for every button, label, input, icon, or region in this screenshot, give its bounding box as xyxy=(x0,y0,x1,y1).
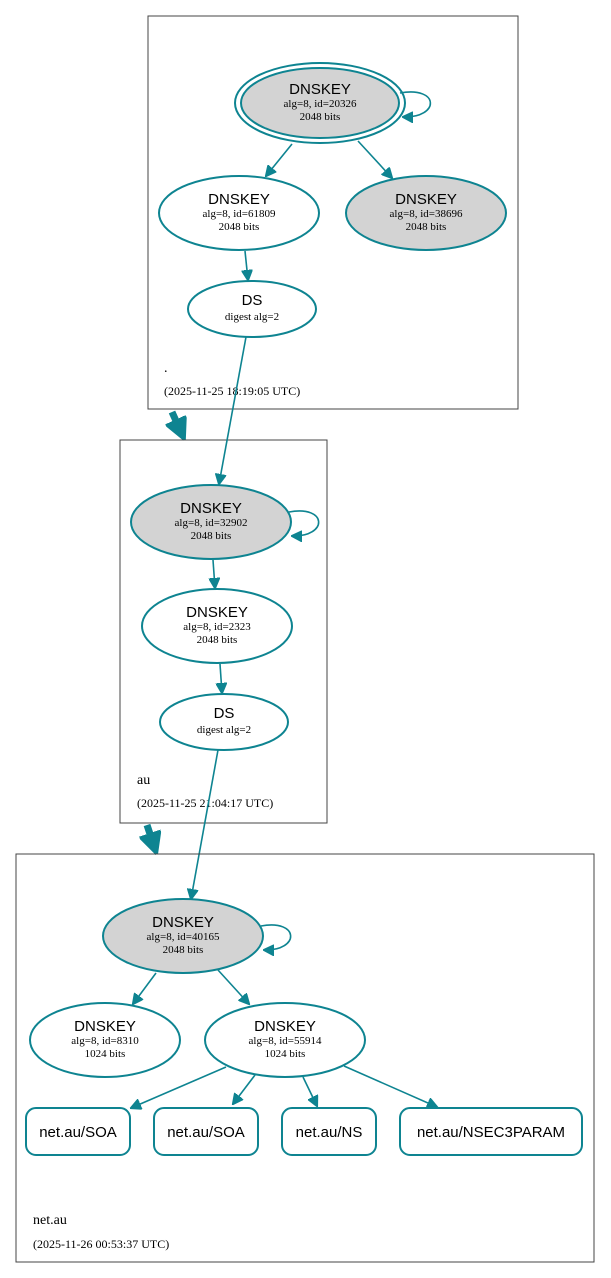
dnskey-alg-id: alg=8, id=38696 xyxy=(390,208,463,220)
edge-55914-to-nsec3param xyxy=(343,1065,437,1107)
edge-40165-to-8310 xyxy=(133,972,157,1004)
dnskey-bits: 2048 bits xyxy=(406,221,447,233)
edge-55914-to-soa-1 xyxy=(131,1066,227,1108)
zone-name: net.au xyxy=(33,1213,67,1228)
dnskey-alg-id: alg=8, id=40165 xyxy=(147,931,220,943)
self-sign-edge-32902 xyxy=(288,510,320,536)
edge-32902-to-2323 xyxy=(213,559,215,588)
edge-55914-to-soa-2 xyxy=(233,1074,256,1104)
dnskey-title: DNSKEY xyxy=(395,191,457,208)
rrset-shape xyxy=(153,1107,259,1156)
dnskey-shape xyxy=(102,898,264,974)
dnskey-title: DNSKEY xyxy=(186,604,248,621)
zone-timestamp: (2025-11-25 18:19:05 UTC) xyxy=(164,384,300,398)
dnskey-node-8310[interactable]: DNSKEY alg=8, id=8310 1024 bits xyxy=(29,1002,181,1078)
zone-name: . xyxy=(164,361,168,376)
dnskey-node-40165[interactable]: DNSKEY alg=8, id=40165 2048 bits xyxy=(102,898,264,974)
zone-name: au xyxy=(137,773,150,788)
ds-shape xyxy=(159,693,289,751)
edge-root-ds-to-au-ksk xyxy=(219,336,247,484)
self-sign-edge-40165 xyxy=(260,924,292,950)
zone-au: DNSKEY alg=8, id=32902 2048 bits DNSKEY … xyxy=(119,439,328,824)
rrset-label: net.au/NSEC3PARAM xyxy=(417,1124,565,1141)
dnskey-alg-id: alg=8, id=8310 xyxy=(71,1035,139,1047)
dnskey-title: DNSKEY xyxy=(152,914,214,931)
edge-au-ds-to-netau-ksk xyxy=(191,749,219,899)
dnskey-node-61809[interactable]: DNSKEY alg=8, id=61809 2048 bits xyxy=(158,175,320,251)
dnskey-bits: 1024 bits xyxy=(85,1048,126,1060)
zone-root: DNSKEY alg=8, id=20326 2048 bits DNSKEY … xyxy=(147,15,519,410)
dnskey-shape xyxy=(204,1002,366,1078)
dnskey-shape xyxy=(130,484,292,560)
dnskey-node-2323[interactable]: DNSKEY alg=8, id=2323 2048 bits xyxy=(141,588,293,664)
zone-timestamp: (2025-11-26 00:53:37 UTC) xyxy=(33,1237,169,1251)
edge-20326-to-38696 xyxy=(357,140,392,178)
ds-title: DS xyxy=(214,705,235,722)
delegation-arrow-root-au xyxy=(172,410,181,432)
edge-40165-to-55914 xyxy=(217,969,249,1004)
zone-timestamp: (2025-11-25 21:04:17 UTC) xyxy=(137,796,273,810)
trust-anchor-ring xyxy=(234,62,406,144)
ds-shape xyxy=(187,280,317,338)
edge-2323-to-ds xyxy=(220,663,222,693)
dnskey-node-32902[interactable]: DNSKEY alg=8, id=32902 2048 bits xyxy=(130,484,292,560)
dnskey-title: DNSKEY xyxy=(74,1018,136,1035)
rrset-label: net.au/SOA xyxy=(39,1124,117,1141)
self-sign-edge-20326 xyxy=(399,91,432,117)
dnskey-alg-id: alg=8, id=55914 xyxy=(249,1035,322,1047)
dnskey-alg-id: alg=8, id=61809 xyxy=(203,208,276,220)
zone-au-box xyxy=(119,439,328,824)
dnskey-node-38696[interactable]: DNSKEY alg=8, id=38696 2048 bits xyxy=(345,175,507,251)
dnskey-shape xyxy=(240,67,400,139)
dnskey-bits: 2048 bits xyxy=(219,221,260,233)
delegation-arrow-au-netau xyxy=(147,823,154,846)
dnskey-shape xyxy=(345,175,507,251)
dnskey-bits: 2048 bits xyxy=(163,944,204,956)
rrset-nsec3param[interactable]: net.au/NSEC3PARAM xyxy=(399,1107,583,1156)
rrset-shape xyxy=(399,1107,583,1156)
dnskey-title: DNSKEY xyxy=(289,81,351,98)
rrset-shape xyxy=(25,1107,131,1156)
dnskey-bits: 2048 bits xyxy=(300,111,341,123)
ds-title: DS xyxy=(242,292,263,309)
ds-node-root[interactable]: DS digest alg=2 xyxy=(187,280,317,338)
edge-20326-to-61809 xyxy=(266,143,293,176)
dnskey-alg-id: alg=8, id=20326 xyxy=(284,98,357,110)
zone-net-au: DNSKEY alg=8, id=40165 2048 bits DNSKEY … xyxy=(15,853,595,1263)
ds-node-au[interactable]: DS digest alg=2 xyxy=(159,693,289,751)
dnskey-title: DNSKEY xyxy=(180,500,242,517)
zone-root-box xyxy=(147,15,519,410)
dnskey-bits: 1024 bits xyxy=(265,1048,306,1060)
dnskey-alg-id: alg=8, id=32902 xyxy=(175,517,248,529)
rrset-soa-2[interactable]: net.au/SOA xyxy=(153,1107,259,1156)
zone-net-au-box xyxy=(15,853,595,1263)
dnskey-title: DNSKEY xyxy=(208,191,270,208)
ds-digest: digest alg=2 xyxy=(197,724,251,736)
dnskey-title: DNSKEY xyxy=(254,1018,316,1035)
edge-55914-to-ns xyxy=(302,1076,317,1106)
dnskey-shape xyxy=(29,1002,181,1078)
dnskey-bits: 2048 bits xyxy=(191,530,232,542)
ds-digest: digest alg=2 xyxy=(225,311,279,323)
dnskey-node-20326[interactable]: DNSKEY alg=8, id=20326 2048 bits xyxy=(234,62,406,144)
dnskey-bits: 2048 bits xyxy=(197,634,238,646)
rrset-ns[interactable]: net.au/NS xyxy=(281,1107,377,1156)
rrset-soa-1[interactable]: net.au/SOA xyxy=(25,1107,131,1156)
dnskey-node-55914[interactable]: DNSKEY alg=8, id=55914 1024 bits xyxy=(204,1002,366,1078)
dnskey-shape xyxy=(158,175,320,251)
edge-61809-to-ds xyxy=(245,250,248,280)
dnskey-alg-id: alg=8, id=2323 xyxy=(183,621,251,633)
rrset-label: net.au/NS xyxy=(296,1124,363,1141)
rrset-label: net.au/SOA xyxy=(167,1124,245,1141)
rrset-shape xyxy=(281,1107,377,1156)
